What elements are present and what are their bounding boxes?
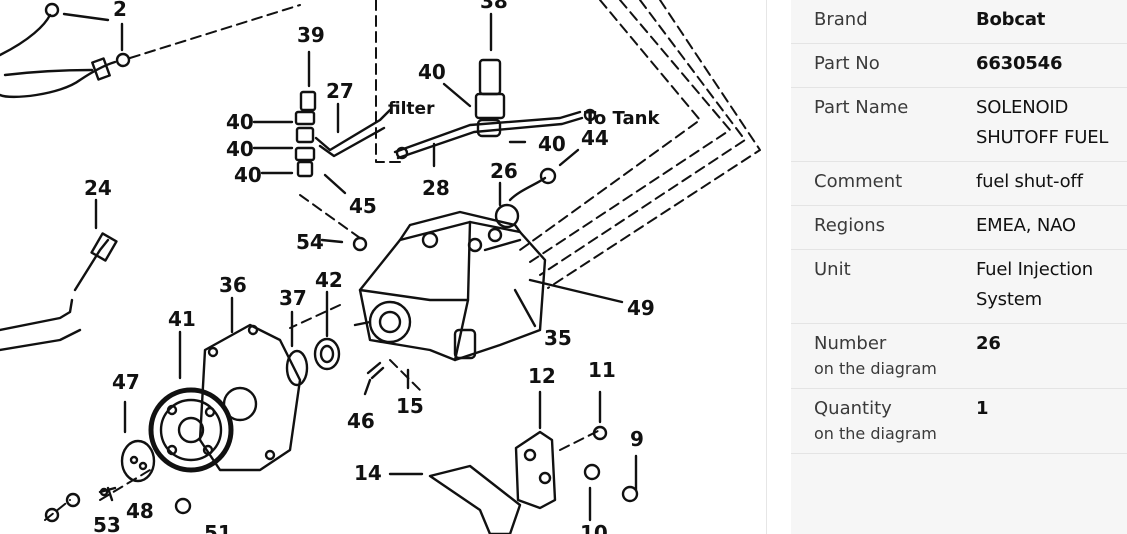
detail-value: 6630546 <box>976 43 1127 88</box>
detail-key-label: Number <box>814 333 887 354</box>
hose-lower <box>0 60 117 99</box>
detail-row-comment: Comment fuel shut-off <box>791 161 1127 206</box>
detail-value-text: 6630546 <box>976 53 1063 74</box>
part-details-table: Brand Bobcat Part No 6630546 Part Name S… <box>791 0 1127 454</box>
detail-value-text: System <box>976 289 1042 310</box>
detail-value: Bobcat <box>976 0 1127 44</box>
callout-label: 40 <box>234 163 262 187</box>
callout-label: 40 <box>418 60 446 84</box>
detail-row-unit: Unit Fuel Injection System <box>791 249 1127 324</box>
detail-key: Regions <box>791 205 976 250</box>
diagram-canvas: 2 38 39 40 27 40 40 40 40 44 28 26 45 24… <box>0 0 761 534</box>
detail-row-number: Number on the diagram 26 <box>791 323 1127 389</box>
callout-label: 11 <box>588 358 616 382</box>
filter-label: filter <box>388 99 435 119</box>
callout-label: 9 <box>630 427 644 451</box>
detail-value: 1 <box>976 388 1127 454</box>
callout-label: 51 <box>204 521 232 534</box>
detail-value-text: 1 <box>976 398 989 419</box>
detail-key-label: Quantity <box>814 398 892 419</box>
callout-label: 41 <box>168 307 196 331</box>
detail-row-part-no: Part No 6630546 <box>791 43 1127 88</box>
pane-divider <box>766 0 767 534</box>
detail-value: SOLENOID SHUTOFF FUEL <box>976 87 1127 162</box>
detail-value: EMEA, NAO <box>976 205 1127 250</box>
detail-value: Fuel Injection System <box>976 249 1127 324</box>
detail-key-label: Unit <box>814 259 851 280</box>
parts-diagram: 2 38 39 40 27 40 40 40 40 44 28 26 45 24… <box>0 0 761 534</box>
detail-value-text: Fuel Injection <box>976 259 1093 280</box>
pane-gutter <box>767 0 791 534</box>
hose-upper <box>0 13 52 57</box>
part-details-panel: Brand Bobcat Part No 6630546 Part Name S… <box>791 0 1127 534</box>
detail-key: Comment <box>791 161 976 206</box>
callout-label: 27 <box>326 79 354 103</box>
callout-label: 10 <box>580 521 608 534</box>
detail-value-text: SHUTOFF FUEL <box>976 127 1109 148</box>
detail-value: 26 <box>976 323 1127 389</box>
detail-key: Brand <box>791 0 976 44</box>
detail-row-quantity: Quantity on the diagram 1 <box>791 388 1127 454</box>
callout-label: 45 <box>349 194 377 218</box>
callout-label: 15 <box>396 394 424 418</box>
callout-label: 48 <box>126 499 154 523</box>
detail-key: Unit <box>791 249 976 324</box>
pump-body <box>358 220 547 362</box>
detail-value-text: Bobcat <box>976 9 1046 30</box>
callout-label: 47 <box>112 370 140 394</box>
callout-label: 53 <box>93 513 121 534</box>
detail-key-label: Comment <box>814 171 903 192</box>
detail-key-label: Brand <box>814 9 868 30</box>
callout-label: 26 <box>490 159 518 183</box>
detail-key-label: Part Name <box>814 97 909 118</box>
callout-label: 36 <box>219 273 247 297</box>
detail-value-text: fuel shut-off <box>976 171 1083 192</box>
callout-label: 42 <box>315 268 343 292</box>
detail-key: Part No <box>791 43 976 88</box>
callout-label: 54 <box>296 230 324 254</box>
detail-key-sublabel: on the diagram <box>814 359 937 378</box>
callout-label: 2 <box>113 0 127 21</box>
detail-row-brand: Brand Bobcat <box>791 0 1127 44</box>
callout-label: 14 <box>354 461 382 485</box>
callout-label: 38 <box>480 0 508 13</box>
to-tank-label: To Tank <box>584 108 660 129</box>
callout-label: 40 <box>226 137 254 161</box>
callout-label: 40 <box>226 110 254 134</box>
gear-cover <box>198 323 302 472</box>
gear <box>148 387 234 473</box>
detail-key: Part Name <box>791 87 976 162</box>
detail-value-text: SOLENOID <box>976 97 1069 118</box>
callout-label: 35 <box>544 326 572 350</box>
callout-label: 40 <box>538 132 566 156</box>
callout-label: 28 <box>422 176 450 200</box>
detail-key: Quantity on the diagram <box>791 388 976 454</box>
detail-row-regions: Regions EMEA, NAO <box>791 205 1127 250</box>
callout-label: 44 <box>581 126 609 150</box>
callout-label: 39 <box>297 23 325 47</box>
callout-label: 37 <box>279 286 307 310</box>
detail-key-label: Part No <box>814 53 880 74</box>
callout-label: 46 <box>347 409 375 433</box>
detail-value-text: 26 <box>976 333 1001 354</box>
detail-key-label: Regions <box>814 215 885 236</box>
detail-value: fuel shut-off <box>976 161 1127 206</box>
callout-label: 49 <box>627 296 655 320</box>
detail-key-sublabel: on the diagram <box>814 424 937 443</box>
callout-label: 24 <box>84 176 112 200</box>
detail-value-text: EMEA, NAO <box>976 215 1076 236</box>
callout-label: 12 <box>528 364 556 388</box>
detail-row-part-name: Part Name SOLENOID SHUTOFF FUEL <box>791 87 1127 162</box>
detail-key: Number on the diagram <box>791 323 976 389</box>
